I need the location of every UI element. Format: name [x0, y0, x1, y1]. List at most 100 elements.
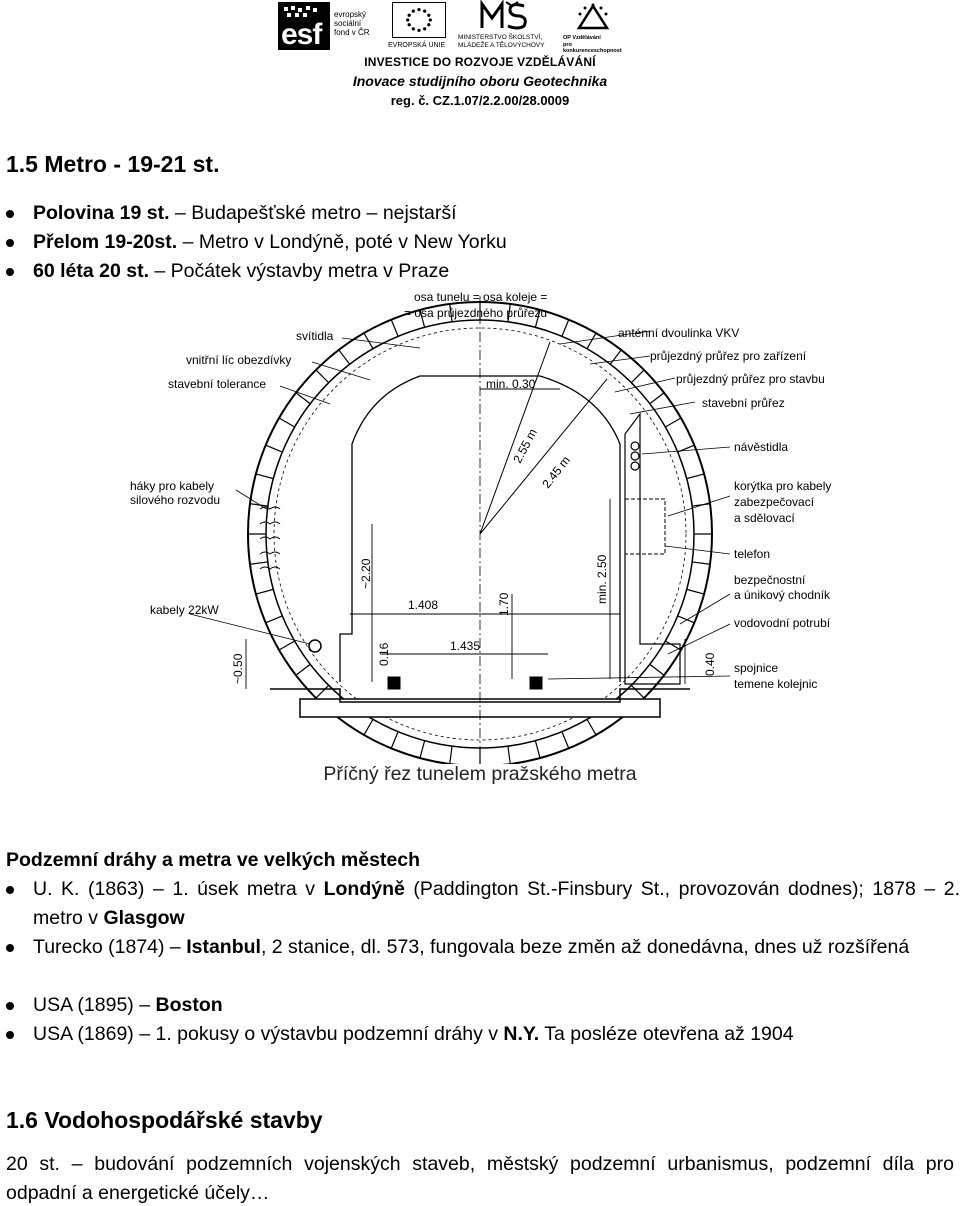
lining-segment-joint: [265, 615, 283, 624]
lining-segment-joint: [561, 319, 570, 337]
esf-logo: esf evropský sociální fond v ČR: [278, 2, 380, 51]
op-caption-line: OP Vzdělávání: [563, 35, 601, 41]
bullet-icon: [6, 210, 14, 218]
radius-255: [479, 341, 551, 535]
label-prujezd-stavba: průjezdný průřez pro stavbu: [676, 372, 825, 386]
label-stavebni-prurez: stavební průřez: [702, 396, 785, 410]
lining-segment-joint: [586, 332, 597, 349]
lining-segment-joint: [686, 473, 705, 480]
dim-016: 0.16: [377, 642, 391, 666]
lining-segment-joint: [534, 740, 541, 759]
bullet-icon: [6, 1002, 14, 1010]
bullet-icon: [6, 268, 14, 276]
dim-1408: 1.408: [408, 598, 438, 612]
label-telefon: telefon: [734, 547, 770, 561]
city-ny: N.Y.: [503, 1023, 540, 1045]
dim-min-030: min. 0.30: [486, 377, 536, 391]
esf-mark: esf: [278, 2, 330, 51]
bullet-icon: [6, 239, 14, 247]
label-koryta-2: zabezpečovací: [734, 495, 815, 509]
lining-segment-joint: [390, 319, 399, 337]
bullet-text: – Počátek výstavby metra v Praze: [149, 260, 450, 282]
label-spojnice-2: temene kolejnic: [734, 677, 817, 691]
lining-segment-joint: [534, 309, 541, 328]
clearance-profile: [339, 375, 621, 682]
dim-170: 1.70: [497, 592, 511, 616]
bullet-bold: 60 léta 20 st.: [33, 260, 149, 282]
esf-letters: esf: [281, 18, 322, 51]
city-glasgow: Glasgow: [103, 907, 185, 929]
section-title-metro: 1.5 Metro - 19-21 st.: [6, 151, 220, 177]
label-haky-2: silového rozvodu: [130, 493, 220, 507]
lining-segment-joint: [449, 746, 453, 764]
cable-22kw: [308, 639, 322, 653]
lining-segment-joint: [255, 473, 274, 480]
lining-segment-joint: [265, 444, 283, 453]
lining-segment-joint: [609, 349, 622, 365]
lining-segments: [248, 302, 712, 764]
cable-hooks: [259, 506, 281, 570]
lining-segment-joint: [363, 332, 374, 349]
lining-segment-joint: [278, 417, 295, 428]
section-text: 20 st. – budování podzemních vojenských …: [6, 1153, 954, 1204]
bullet-text: (Paddington St.-Finsbury St., provozován…: [33, 878, 960, 929]
label-koryta-1: korýtka pro kabely: [734, 479, 831, 493]
dim-220: ~2.20: [359, 558, 373, 589]
label-kabely: kabely 22kW: [150, 603, 219, 617]
bullet-bold: Přelom 19-20st.: [33, 231, 178, 253]
label-koryta-3: a sdělovací: [734, 511, 795, 525]
dim-245: 2.45 m: [539, 453, 573, 491]
eu-logo: EVROPSKÁ UNIE: [388, 2, 450, 52]
radius-245: [479, 378, 608, 535]
label-haky-1: háky pro kabely: [130, 479, 214, 493]
lining-segment-joint: [249, 561, 268, 565]
label-spojnice-1: spojnice: [734, 661, 778, 675]
esf-stars-icon: [284, 6, 317, 17]
lining-segment-joint: [686, 588, 705, 595]
bullet-icon: [6, 1031, 14, 1039]
esf-text-line: evropský: [334, 10, 367, 19]
dimension-lines: [245, 388, 686, 689]
axis-label-2: = osa průjezdného průřezu: [404, 306, 547, 320]
bullet-bold: Polovina 19 st.: [33, 202, 170, 224]
dim-250: min. 2.50: [595, 554, 609, 604]
cable-trough: [625, 498, 666, 555]
esf-text-line: fond v ČR: [334, 28, 370, 37]
tolerance-line: [273, 327, 687, 741]
lining-segment-joint: [649, 663, 665, 676]
msmt-logo: MINISTERSTVO ŠKOLSTVÍ, MLÁDEŽE A TĚLOVÝC…: [458, 0, 556, 52]
bullet-text: USA (1869) – 1. pokusy o výstavbu podzem…: [33, 1023, 504, 1045]
bullet-text: , 2 stanice, dl. 573, fungovala beze změ…: [260, 936, 910, 958]
dim-050: ~0.50: [231, 653, 245, 684]
lining-segment-joint: [315, 369, 330, 384]
header-investice: INVESTICE DO ROZVOJE VZDĚLÁVÁNÍ: [364, 55, 596, 69]
header-logos: esf evropský sociální fond v ČR EVROPSKÁ…: [278, 0, 628, 55]
op-caption-line: pro konkurenceschopnost: [563, 41, 622, 55]
label-navestidla: návěstidla: [734, 440, 788, 454]
lining-segment-joint: [419, 740, 426, 759]
label-bezpec-1: bezpečnostní: [734, 573, 806, 587]
project-header: INVESTICE DO ROZVOJE VZDĚLÁVÁNÍ Inovace …: [0, 53, 960, 110]
msmt-mark-icon: [480, 0, 527, 30]
city-london: Londýně: [323, 878, 405, 900]
lining-segment-joint: [390, 731, 399, 749]
op-mark-icon: [576, 3, 610, 30]
section-title-vodohospodarske: 1.6 Vodohospodářské stavby: [6, 1107, 323, 1133]
label-stavebni-tolerance: stavební tolerance: [168, 377, 266, 391]
esf-text-line: sociální: [334, 19, 362, 28]
op-logo: OP Vzdělávání pro konkurenceschopnost: [563, 2, 629, 55]
op-caption: OP Vzdělávání pro konkurenceschopnost: [563, 35, 629, 55]
lining-segment-joint: [315, 684, 330, 699]
lining-segment-joint: [338, 349, 351, 365]
eu-caption: EVROPSKÁ UNIE: [388, 42, 446, 49]
lining-segment-joint: [507, 303, 511, 322]
figure-labels: osa tunelu = osa koleje = = osa průjezdn…: [130, 290, 831, 691]
header-inovace: Inovace studijního oboru Geotechnika: [352, 73, 608, 89]
bullet-text: – Metro v Londýně, poté v New Yorku: [177, 231, 507, 253]
lining-segment-joint: [419, 309, 426, 328]
label-svitidla: svítidla: [296, 329, 334, 343]
bullet-icon: [6, 944, 14, 952]
subsection-heading: Podzemní dráhy a metra ve velkých městec…: [6, 849, 421, 871]
dim-040: 0.40: [703, 652, 717, 676]
eu-flag-icon: [392, 2, 446, 38]
